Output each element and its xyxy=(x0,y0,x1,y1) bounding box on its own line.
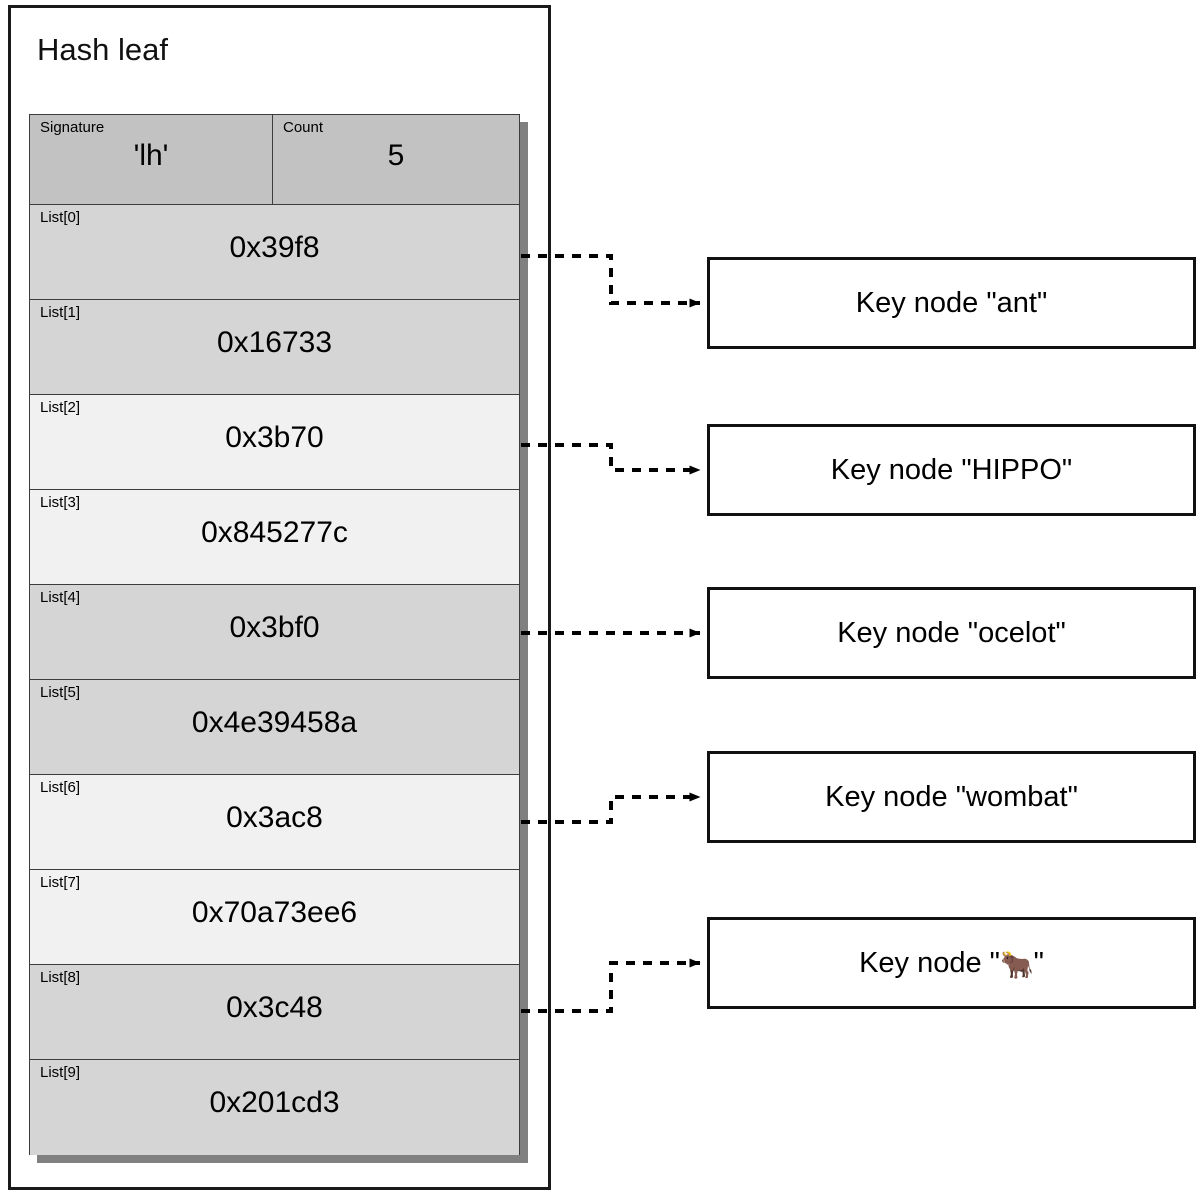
key-node-prefix: Key node " xyxy=(830,454,972,486)
key-node-label: Key node "ant" xyxy=(856,285,1048,321)
list-row-label: List[3] xyxy=(40,494,81,511)
key-node-suffix: " xyxy=(1055,617,1066,649)
key-node-key: ocelot xyxy=(978,617,1056,649)
field-count-value: 5 xyxy=(387,139,405,172)
key-node-ant: Key node "ant" xyxy=(707,257,1196,349)
key-node-prefix: Key node " xyxy=(855,287,997,319)
key-node-prefix: Key node " xyxy=(825,781,967,813)
field-signature-value: 'lh' xyxy=(133,139,169,172)
list-row-value: 0x70a73ee6 xyxy=(191,896,358,929)
list-row-label: List[6] xyxy=(40,779,81,796)
key-node-wombat: Key node "wombat" xyxy=(707,751,1196,843)
field-count: Count 5 xyxy=(273,115,519,204)
key-node-label: Key node "wombat" xyxy=(825,779,1078,815)
list-row-value: 0x201cd3 xyxy=(209,1086,340,1119)
key-node-suffix: " xyxy=(1036,287,1048,319)
list-row-value: 0x3bf0 xyxy=(229,611,320,644)
list-row: List[0] 0x39f8 xyxy=(30,205,519,300)
ox-emoji-icon: 🐂 xyxy=(999,950,1034,981)
list-row: List[5] 0x4e39458a xyxy=(30,680,519,775)
key-node-key: ant xyxy=(996,287,1037,319)
list-row-label: List[7] xyxy=(40,874,81,891)
list-row-label: List[1] xyxy=(40,304,81,321)
list-row-value: 0x3ac8 xyxy=(226,801,323,834)
list-row: List[3] 0x845277c xyxy=(30,490,519,585)
key-node-suffix: " xyxy=(1033,947,1044,979)
list-row-label: List[8] xyxy=(40,969,81,986)
list-row-label: List[2] xyxy=(40,399,81,416)
list-row: List[9] 0x201cd3 xyxy=(30,1060,519,1155)
list-row-label: List[0] xyxy=(40,209,81,226)
field-signature-label: Signature xyxy=(40,119,105,136)
key-node-suffix: " xyxy=(1067,781,1078,813)
list-row: List[6] 0x3ac8 xyxy=(30,775,519,870)
list-row-value: 0x4e39458a xyxy=(191,706,358,739)
list-row-label: List[5] xyxy=(40,684,81,701)
key-node-label: Key node "ocelot" xyxy=(837,615,1066,651)
list-row-value: 0x845277c xyxy=(201,516,348,549)
key-node-key: wombat xyxy=(966,781,1068,813)
key-node-ox: Key node "🐂" xyxy=(707,917,1196,1009)
list-row: List[4] 0x3bf0 xyxy=(30,585,519,680)
list-row-value: 0x16733 xyxy=(216,326,333,359)
key-node-prefix: Key node " xyxy=(859,947,1000,979)
list-row-label: List[9] xyxy=(40,1064,81,1081)
struct-table: Signature 'lh' Count 5 List[0] 0x39f8 Li… xyxy=(29,114,520,1155)
page-title: Hash leaf xyxy=(37,32,168,67)
list-row: List[2] 0x3b70 xyxy=(30,395,519,490)
struct-header-row: Signature 'lh' Count 5 xyxy=(30,115,519,205)
list-row: List[1] 0x16733 xyxy=(30,300,519,395)
struct-list-rows: List[0] 0x39f8 List[1] 0x16733 List[2] 0… xyxy=(30,205,519,1155)
list-row: List[8] 0x3c48 xyxy=(30,965,519,1060)
key-node-key: HIPPO xyxy=(971,454,1062,486)
key-node-ocelot: Key node "ocelot" xyxy=(707,587,1196,679)
key-node-label: Key node "🐂" xyxy=(859,945,1044,981)
field-signature: Signature 'lh' xyxy=(30,115,273,204)
key-node-label: Key node "HIPPO" xyxy=(831,452,1072,488)
field-count-label: Count xyxy=(283,119,324,136)
key-node-suffix: " xyxy=(1061,454,1073,486)
list-row-value: 0x39f8 xyxy=(229,231,320,264)
list-row-value: 0x3c48 xyxy=(226,991,323,1024)
list-row-value: 0x3b70 xyxy=(225,421,324,454)
list-row: List[7] 0x70a73ee6 xyxy=(30,870,519,965)
key-node-prefix: Key node " xyxy=(837,617,979,649)
key-node-hippo: Key node "HIPPO" xyxy=(707,424,1196,516)
list-row-label: List[4] xyxy=(40,589,81,606)
